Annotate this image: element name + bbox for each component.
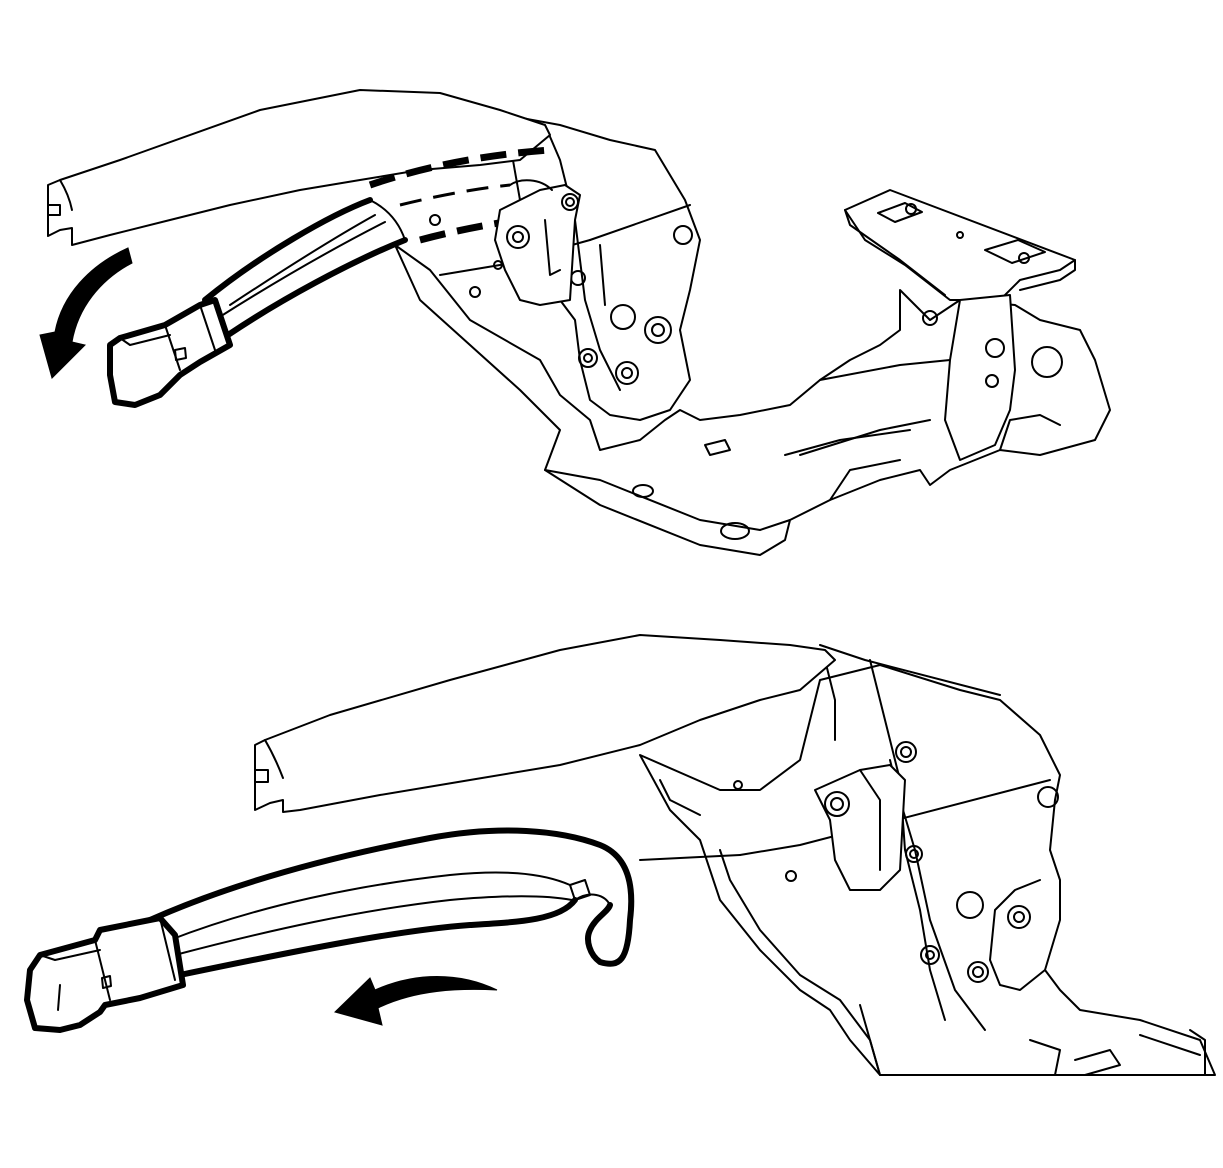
lower-lever — [147, 827, 635, 978]
lower-rail — [254, 634, 836, 813]
lower-panel — [24, 634, 1216, 1076]
upper-lever-grip — [107, 297, 233, 408]
lower-pivot-clip — [659, 741, 917, 891]
upper-right-mount-tab — [844, 189, 1076, 461]
upper-rail — [47, 89, 551, 246]
upper-lever — [202, 197, 408, 338]
lower-motion-arrow-icon — [334, 976, 498, 1026]
upper-bracket-base — [394, 244, 1111, 556]
upper-panel — [39, 89, 1111, 556]
upper-motion-arrow-icon — [39, 247, 133, 379]
upper-pivot-clip — [494, 179, 606, 306]
lower-lever-grip — [24, 915, 186, 1033]
